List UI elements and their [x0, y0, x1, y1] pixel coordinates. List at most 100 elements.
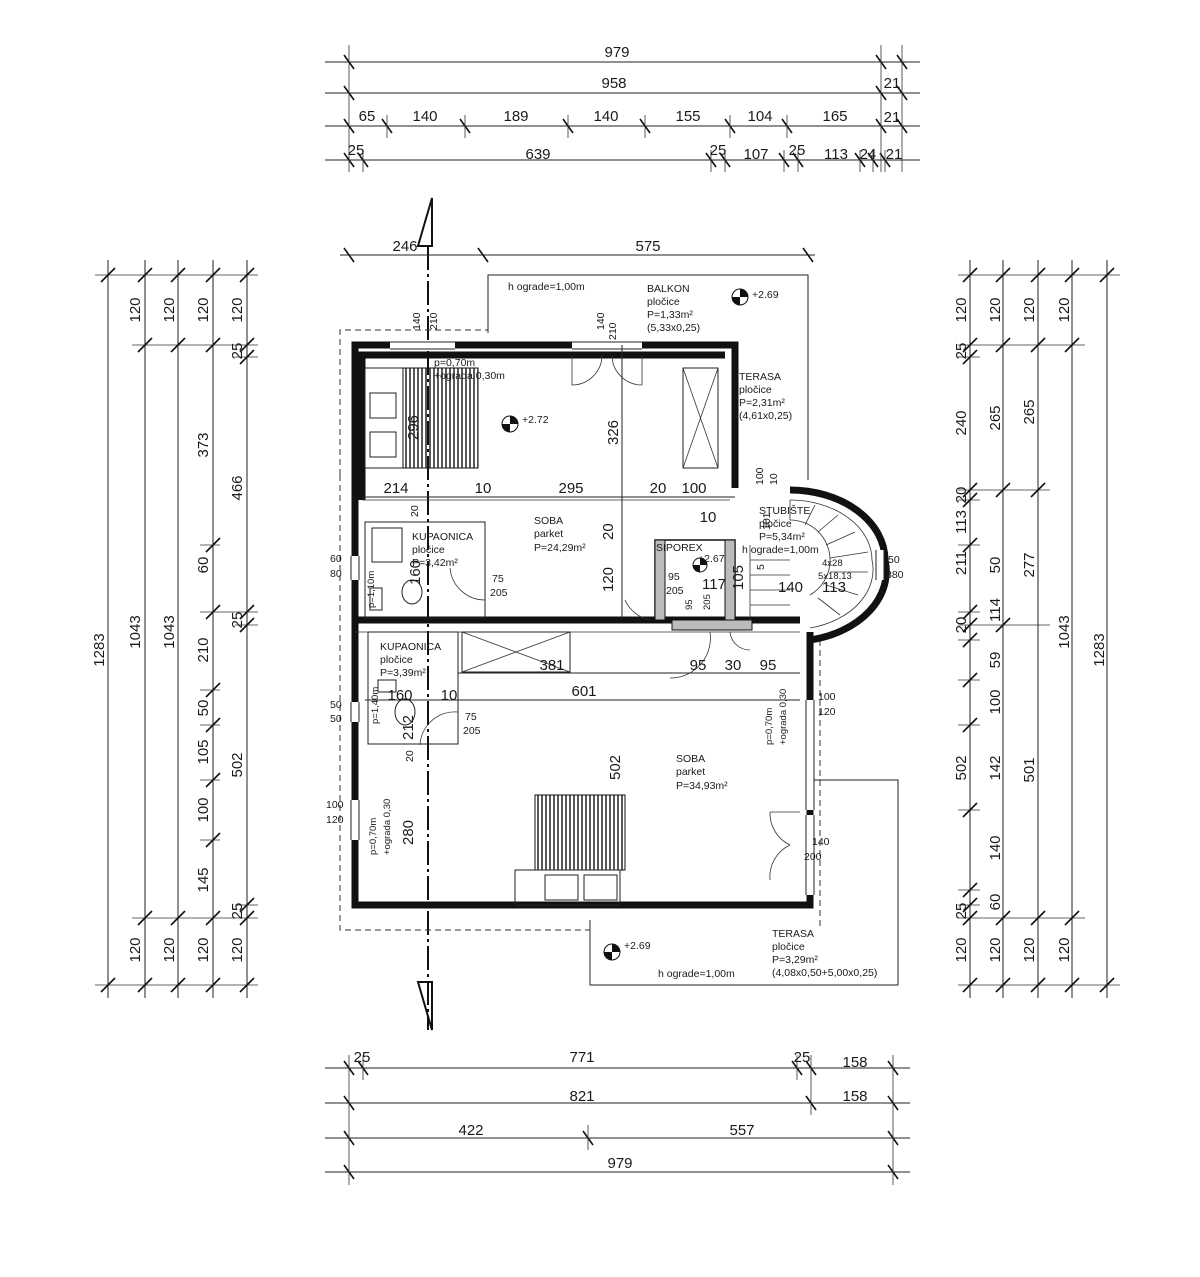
kupaonica1-area: P=3,42m²	[412, 557, 458, 569]
dim-plan-d140: 140	[812, 836, 830, 848]
dim-right-c2-120a: 120	[987, 297, 1004, 322]
siporex-name: SIPOREX	[656, 542, 703, 554]
dim-plan-d75b: 75	[465, 711, 477, 723]
dim-plan-117: 117	[702, 576, 726, 593]
dim-plan-210b: 210	[428, 312, 440, 330]
dim-right-c3-1043: 1043	[1056, 615, 1073, 648]
dim-bottom-557: 557	[729, 1122, 754, 1139]
balkon-name: BALKON	[647, 283, 690, 295]
stubiste-steps1: 4x28	[822, 558, 843, 569]
terasa-top-calc: (4,61x0,25)	[739, 410, 792, 422]
dim-plan-105: 105	[730, 565, 747, 590]
dim-left-c5-120b: 120	[229, 937, 246, 962]
dim-top-979: 979	[604, 44, 629, 61]
window-west-sill: p=0,70m	[368, 818, 379, 855]
dim-left-c2-120b: 120	[127, 937, 144, 962]
dim-left-c5-466: 466	[229, 475, 246, 500]
dim-top-140b: 140	[593, 108, 618, 125]
dim-left-c4-100: 100	[195, 797, 212, 822]
dim-plan-20c: 20	[409, 505, 421, 517]
dim-top-639: 639	[525, 146, 550, 163]
dim-plan-113: 113	[822, 579, 846, 596]
dim-right-c1-114: 114	[987, 598, 1004, 622]
dim-right-c4-1283: 1283	[1091, 633, 1108, 666]
dim-top-21a: 21	[884, 75, 901, 92]
dim-left-c5-502: 502	[229, 752, 246, 777]
dim-right-c1-113: 113	[953, 510, 970, 534]
dim-top-958: 958	[601, 75, 626, 92]
dim-top-140a: 140	[412, 108, 437, 125]
dim-plan-95b: 95	[684, 599, 695, 610]
internal-dimensions: 246 575 140 140 210 210 214 10 295 20 10…	[326, 238, 904, 863]
dim-plan-575: 575	[635, 238, 660, 255]
dim-plan-20b: 20	[600, 523, 617, 540]
dim-plan-d205b: 205	[463, 725, 481, 737]
kupaonica1-name: KUPAONICA	[412, 531, 473, 543]
dim-bottom-25a: 25	[354, 1049, 371, 1066]
dim-plan-h101: 101	[761, 512, 773, 530]
window-west-rail: +ograda 0,30	[382, 799, 393, 855]
dim-bottom-979: 979	[607, 1155, 632, 1172]
dim-right-c1-25a: 25	[953, 343, 970, 360]
room-labels: h ograde=1,00m BALKON pločice P=1,33m² (…	[366, 281, 877, 980]
dim-plan-95a: 95	[668, 571, 680, 583]
dim-plan-d205a: 205	[490, 587, 508, 599]
balkon-area: P=1,33m²	[647, 309, 693, 321]
dim-left-c4-373: 373	[195, 432, 212, 457]
dim-plan-140b: 140	[595, 312, 607, 330]
terasa-top-finish: pločice	[739, 384, 772, 396]
balkon-level: +2.69	[752, 289, 779, 301]
dim-plan-d200: 200	[804, 851, 822, 863]
dim-right-c1-59: 59	[987, 652, 1004, 669]
kupaonica2-name: KUPAONICA	[380, 641, 441, 653]
dim-left-c4-120b: 120	[195, 937, 212, 962]
kupaonica1-window: p=1,10m	[366, 571, 377, 608]
dim-top-165: 165	[822, 108, 847, 125]
dim-left-c3-1043: 1043	[161, 615, 178, 648]
dim-plan-h10: 10	[768, 473, 780, 485]
dim-plan-601: 601	[571, 683, 596, 700]
dim-plan-d60: 60	[330, 553, 342, 565]
dim-plan-120: 120	[600, 567, 617, 592]
dim-top-25c: 25	[789, 142, 806, 159]
dim-plan-246: 246	[392, 238, 417, 255]
right-dimension-chains: 120 25 240 20 113 211 50 114 20 59 100 1…	[953, 260, 1120, 998]
dim-plan-30: 30	[725, 657, 742, 674]
soba-bottom-area: P=34,93m²	[676, 780, 728, 792]
section-cut-line	[416, 197, 433, 1031]
dim-bottom-771: 771	[569, 1049, 594, 1066]
soba-top-rail: +ograda 0,30m	[434, 370, 505, 382]
dim-plan-140c: 140	[778, 579, 803, 596]
dim-left-c3-120a: 120	[161, 297, 178, 322]
terasa-bottom-rail: h ograde=1,00m	[658, 968, 735, 980]
balkon-calc: (5,33x0,25)	[647, 322, 700, 334]
dim-plan-160b: 160	[407, 560, 424, 585]
dim-left-c4-210: 210	[195, 637, 212, 662]
stubiste-rail: h ograde=1,00m	[742, 544, 819, 556]
dim-left-c5-25a: 25	[229, 343, 246, 360]
terasa-bottom-level: +2.69	[624, 940, 651, 952]
dim-top-189: 189	[503, 108, 528, 125]
dim-right-c1-120b: 120	[953, 937, 970, 962]
dim-right-c1-120a: 120	[953, 297, 970, 322]
dim-right-c3-120b: 120	[1021, 937, 1038, 962]
building-outline	[339, 274, 899, 986]
dim-bottom-422: 422	[458, 1122, 483, 1139]
dim-left-c4-145: 145	[195, 867, 212, 892]
soba-bottom-finish: parket	[676, 766, 705, 778]
dim-plan-20a: 20	[650, 480, 667, 497]
stubiste-finish: pločice	[759, 518, 792, 530]
dim-right-c2-120b: 120	[987, 937, 1004, 962]
kupaonica1-finish: pločice	[412, 544, 445, 556]
dim-right-c2-277: 277	[1021, 552, 1038, 577]
dim-right-c3-265: 265	[1021, 399, 1038, 424]
dim-plan-502: 502	[607, 755, 624, 780]
dim-right-c1-100: 100	[987, 689, 1004, 714]
dim-plan-100a: 100	[681, 480, 706, 497]
dim-plan-d100a: 100	[326, 799, 344, 811]
dim-top-24: 24	[860, 146, 877, 163]
terasa-bottom-name: TERASA	[772, 928, 814, 940]
bottom-dimension-chains: 25 771 25 158 821 158 422 557 979	[325, 1049, 910, 1185]
dim-plan-296: 296	[405, 415, 422, 440]
terasa-top-name: TERASA	[739, 371, 781, 383]
